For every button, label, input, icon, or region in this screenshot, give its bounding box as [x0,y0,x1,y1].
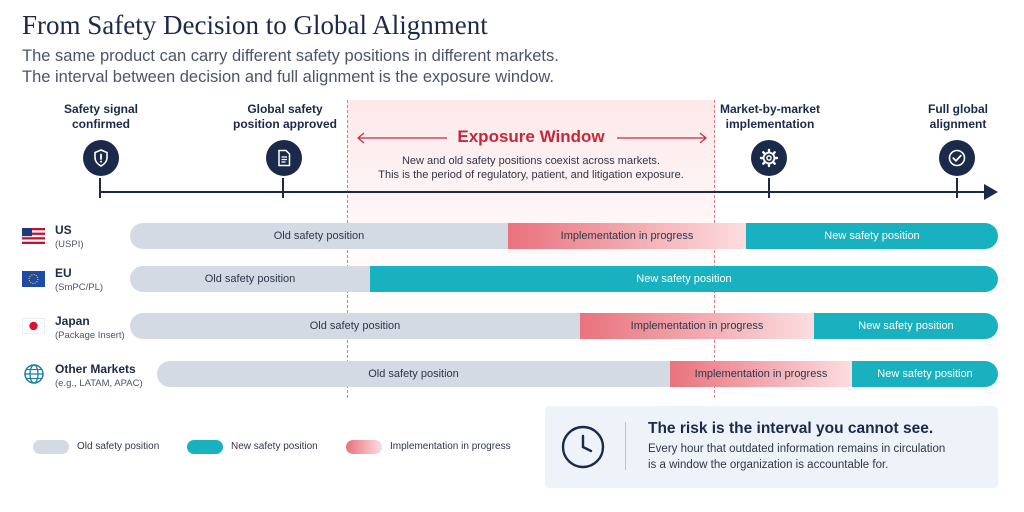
legend-swatch-impl [346,440,382,454]
bar-new-other: New safety position [852,361,998,387]
timeline-tick [956,178,958,198]
bar-old-japan: Old safety position [130,313,580,339]
milestone-label-signal-line1: Safety signal [63,102,139,116]
page-title: From Safety Decision to Global Alignment [22,10,488,40]
market-name-us: US [55,223,72,237]
bar-new-japan: New safety position [814,313,998,339]
timeline-axis [99,191,991,193]
japan-flag-icon [22,318,45,334]
milestone-label-signal-line2: confirmed [71,117,130,131]
bar-new-eu: New safety position [370,266,998,292]
milestone-label-implementation: Market-by-market implementation [705,102,835,132]
bar-impl-other: Implementation in progress [670,361,852,387]
exposure-window-arrows [357,132,707,144]
check-circle-icon [939,140,975,176]
milestone-label-alignment: Full global alignment [893,102,1023,132]
legend-label-old: Old safety position [77,441,160,452]
milestone-label-approved-line2: position approved [232,117,337,131]
gear-icon [751,140,787,176]
exposure-window-zone [347,100,715,398]
callout-divider [625,422,626,470]
callout-title: The risk is the interval you cannot see. [648,420,934,437]
exposure-window-title: Exposure Window [457,127,605,146]
timeline-arrowhead [984,184,998,200]
shield-alert-icon [83,140,119,176]
document-icon [266,140,302,176]
milestone-label-implementation-line1: Market-by-market [719,102,821,116]
subtitle-line-2: The interval between decision and full a… [22,68,554,86]
milestone-label-approved-line1: Global safety [247,102,323,116]
clock-icon [561,425,605,469]
timeline-tick [282,178,284,198]
milestone-label-alignment-line2: alignment [929,117,987,131]
market-name-other: Other Markets [55,362,136,376]
market-name-eu: EU [55,266,72,280]
callout-body-line-2: is a window the organization is accounta… [648,459,889,471]
milestone-label-implementation-line2: implementation [725,117,815,131]
milestone-label-signal: Safety signal confirmed [36,102,166,132]
eu-flag-icon [22,271,45,287]
market-name-japan: Japan [55,314,90,328]
bar-old-us: Old safety position [130,223,508,249]
globe-icon [24,364,44,384]
market-sub-other: (e.g., LATAM, APAC) [55,378,143,389]
milestone-label-approved: Global safety position approved [220,102,350,132]
callout-body-line-1: Every hour that outdated information rem… [648,443,946,455]
subtitle-line-1: The same product can carry different saf… [22,47,559,65]
legend-label-new: New safety position [231,441,318,452]
milestone-label-alignment-line1: Full global [928,102,988,116]
legend-swatch-new [187,440,223,454]
exposure-window-desc-1: New and old safety positions coexist acr… [401,155,660,167]
legend-swatch-old [33,440,69,454]
bar-new-us: New safety position [746,223,998,249]
legend-label-impl: Implementation in progress [390,441,511,452]
market-sub-japan: (Package Insert) [55,330,125,341]
market-sub-eu: (SmPC/PL) [55,282,104,293]
market-sub-us: (USPI) [55,239,84,250]
us-flag-icon [22,228,45,244]
bar-impl-japan: Implementation in progress [580,313,814,339]
bar-old-eu: Old safety position [130,266,370,292]
exposure-window-desc-2: This is the period of regulatory, patien… [378,169,684,181]
bar-impl-us: Implementation in progress [508,223,746,249]
risk-callout-box [545,406,998,488]
timeline-tick [99,178,101,198]
timeline-tick [768,178,770,198]
bar-old-other: Old safety position [157,361,670,387]
